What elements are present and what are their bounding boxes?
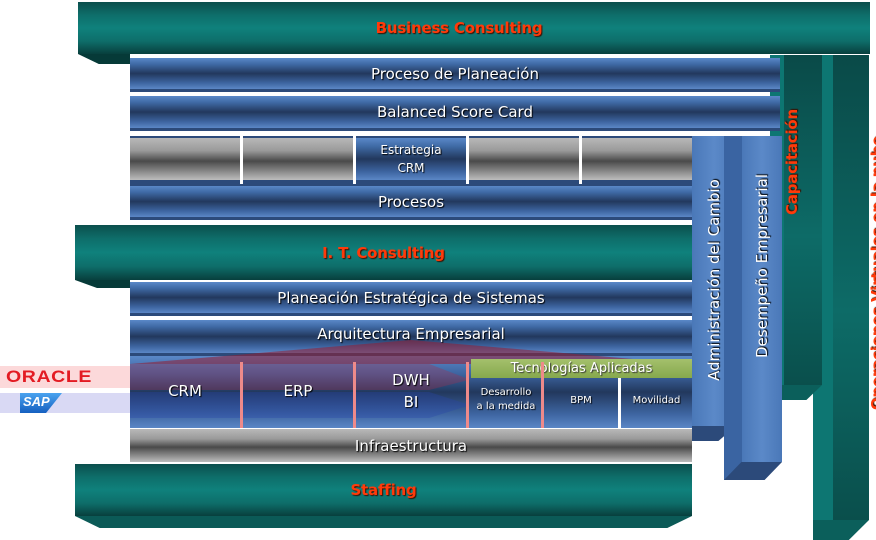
change-management-label: Administración del Cambio <box>705 179 723 381</box>
balanced-score-card-label: Balanced Score Card <box>377 103 533 121</box>
module-erp: ERP <box>243 364 353 418</box>
systems-planning-bar: Planeación Estratégica de Sistemas <box>130 282 692 316</box>
applied-tech-header: Tecnologías Aplicadas <box>471 359 692 378</box>
enterprise-architecture-label: Arquitectura Empresarial <box>317 324 505 343</box>
planning-process-label: Proceso de Planeación <box>371 64 539 83</box>
module-crm-label: CRM <box>168 382 202 400</box>
tech-mobility-label: Movilidad <box>632 394 681 406</box>
tech-bpm: BPM <box>544 382 618 418</box>
module-dwh-bi: DWH BI <box>356 364 466 418</box>
tech-bpm-label: BPM <box>570 394 592 406</box>
infrastructure-label: Infraestructura <box>354 436 468 455</box>
module-bi-label: BI <box>403 393 419 411</box>
training-label: Capacitación <box>783 109 801 215</box>
business-performance-column: Desempeño Empresarial <box>724 136 782 480</box>
it-consulting-band: I. T. Consulting <box>75 225 692 280</box>
infrastructure-bar: Infraestructura <box>130 429 692 462</box>
module-erp-label: ERP <box>283 382 313 400</box>
staffing-band: Staffing <box>75 464 692 516</box>
module-crm: CRM <box>130 364 240 418</box>
strategy-row: Estrategia CRM <box>130 136 692 186</box>
planning-process-bar: Proceso de Planeación <box>130 58 780 92</box>
balanced-score-card-bar: Balanced Score Card <box>130 96 780 131</box>
business-performance-label: Desempeño Empresarial <box>753 174 771 359</box>
cloud-operations-column: Operaciones Virtuales en la nube <box>813 55 876 540</box>
tech-custom-development: Desarrollo a la medida <box>471 382 541 418</box>
processes-bar: Procesos <box>130 186 692 220</box>
oracle-band <box>0 366 135 388</box>
business-consulting-band: Business Consulting <box>78 2 870 54</box>
sap-logo-text: SAP <box>23 394 50 409</box>
crm-strategy-block: Estrategia CRM <box>356 138 466 180</box>
tech-mobility: Movilidad <box>621 382 692 418</box>
module-dwh-label: DWH <box>392 371 430 389</box>
oracle-logo: ORACLE <box>6 367 92 386</box>
modules-row: CRM ERP DWH BI Tecnologías Aplicadas Des… <box>130 340 692 428</box>
staffing-title: Staffing <box>350 481 417 499</box>
cloud-operations-label: Operaciones Virtuales en la nube <box>868 135 876 411</box>
it-consulting-title: I. T. Consulting <box>322 243 445 262</box>
systems-planning-label: Planeación Estratégica de Sistemas <box>277 288 545 307</box>
crm-strategy-line2: CRM <box>397 161 425 175</box>
crm-strategy-line1: Estrategia <box>380 143 442 157</box>
tech-custom-development-line2: a la medida <box>476 401 536 412</box>
tech-custom-development-line1: Desarrollo <box>480 387 532 398</box>
applied-tech-title: Tecnologías Aplicadas <box>510 361 653 376</box>
business-consulting-title: Business Consulting <box>375 19 543 37</box>
processes-label: Procesos <box>377 192 445 211</box>
